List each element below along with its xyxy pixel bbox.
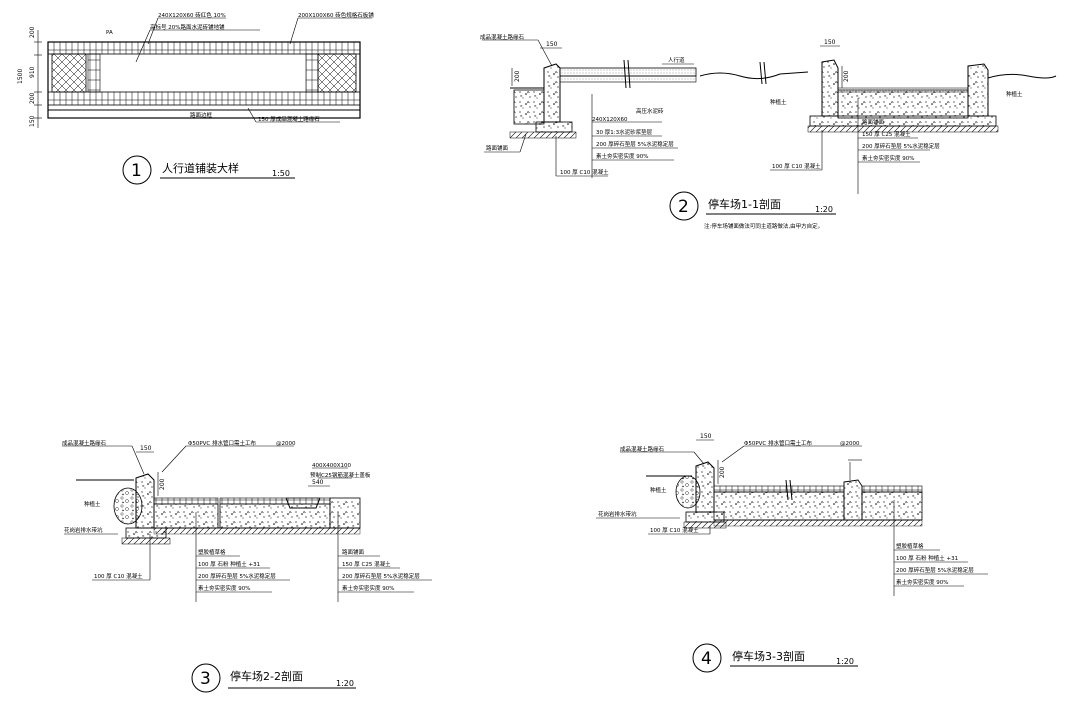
- d3-dim-200: 200: [159, 478, 166, 490]
- dim-910: 910: [29, 66, 36, 78]
- d4-curb: [695, 461, 715, 513]
- d3-layer-left-1: 100 厚 石粉 种植土 +31: [198, 560, 260, 568]
- d3-base-concrete: 100 厚 C10 混凝土: [94, 572, 143, 580]
- dim-150: 150: [29, 115, 36, 127]
- dim-200-top: 200: [29, 26, 36, 38]
- d2-layer-left-3: 素土夯实密实度 90%: [596, 152, 648, 160]
- d2-layer-right-1: 150 厚 C25 混凝土: [862, 130, 911, 138]
- callout-edge: 路面边框: [190, 111, 213, 119]
- d3-layer-right-1: 150 厚 C25 混凝土: [342, 560, 391, 568]
- d4-grass-grid: [713, 485, 845, 493]
- curb-right-1: [821, 59, 839, 117]
- d3-callout-pipe: Φ50PVC 排水管口需土工布: [188, 439, 256, 447]
- d2-layers-right-head: 路面铺面: [862, 118, 885, 126]
- callout-curb: 150 厚成品混凝土路缘石: [258, 115, 320, 123]
- d2-layer-base-left: 100 厚 C10 混凝土: [560, 168, 609, 176]
- detail-4-number-circle: [692, 643, 722, 673]
- detail-3-title: 停车场2-2剖面: [230, 669, 303, 683]
- d4-layers-head: 塑胶植草格: [896, 542, 924, 550]
- d4-layer-2: 200 厚碎石垫层 5%水泥稳定层: [896, 566, 974, 574]
- brick-border-top: [47, 41, 361, 55]
- detail-4-number: 4: [701, 649, 712, 669]
- callout-brick-size: 240X120X60 砖红色 10%: [158, 11, 226, 19]
- d4-dim-150: 150: [700, 433, 712, 440]
- d2-slab-right: [837, 89, 969, 119]
- detail-3-scale: 1:20: [336, 679, 354, 688]
- d4-layer-3: 素土夯实密实度 90%: [896, 578, 948, 586]
- detail-2-scale: 1:20: [815, 205, 833, 214]
- d3-layer-left-2: 200 厚碎石垫层 5%水泥稳定层: [198, 572, 276, 580]
- d3-callout-pipe-spacing: @2000: [276, 441, 296, 447]
- d3-soil: 种植土: [84, 500, 101, 508]
- detail-1-plan: 200 1500 910 200 150 PA 240X120X60 砖红色 1…: [17, 11, 374, 185]
- callout-stone: 200X100X60 砖色规格石板铺: [298, 11, 374, 19]
- callout-paver: 高标号 20%路面水泥砖铺地铺: [150, 23, 225, 31]
- d3-callout-grate-2: 预制C25钢筋混凝土盖板: [310, 471, 371, 479]
- detail-1-number-circle: [122, 155, 152, 185]
- d2-layer-right-3: 素土夯实密实度 90%: [862, 154, 914, 162]
- d2-dim-200-right: 200: [843, 70, 850, 82]
- detail-4-title: 停车场3-3剖面: [732, 649, 805, 663]
- d3-layers-right-head: 路面铺面: [342, 548, 365, 556]
- d4-slab: [713, 491, 845, 521]
- detail-1-scale: 1:50: [272, 169, 290, 178]
- brick-border-bottom: [47, 91, 361, 106]
- d2-callout-brick-size: 240X120X60: [592, 117, 628, 123]
- detail-2-number-circle: [669, 191, 699, 221]
- d3-dim-150: 150: [140, 445, 152, 452]
- d3-layer-right-3: 素土夯实密实度 90%: [342, 584, 394, 592]
- d2-side-label: 路面铺面: [486, 144, 509, 152]
- d2-layer-right-2: 200 厚碎石垫层 5%水泥稳定层: [862, 142, 940, 150]
- d2-dim-200: 200: [514, 70, 521, 82]
- d2-layer-left-2: 200 厚碎石垫层 5%水泥稳定层: [596, 140, 674, 148]
- d4-layer-1: 100 厚 石粉 种植土 +31: [896, 554, 958, 562]
- dim-1500: 1500: [17, 69, 24, 84]
- detail-3-number: 3: [200, 669, 211, 689]
- d3-callout-curb: 成品混凝土路缘石: [62, 439, 107, 447]
- curb-right-2: [967, 63, 989, 117]
- detail-4-section: 150 200 成品混凝土路缘石 Φ50PVC 排水管口需土工布 @2000 种…: [596, 433, 988, 673]
- d3-curb: [135, 473, 155, 529]
- d2-callout-walk: 人行道: [668, 56, 685, 64]
- detail-2-title: 停车场1-1剖面: [708, 197, 781, 211]
- d2-layer-left-1: 30 厚1:3水泥砂浆垫层: [596, 128, 653, 136]
- d2-callout-curb: 成品混凝土路缘石: [480, 33, 525, 41]
- detail-1-number: 1: [131, 161, 142, 181]
- d3-grass-grid: [153, 497, 219, 505]
- detail-2-section: 150 200 成品混凝土路缘石 人行道 240X120X60 高压水泥砖 30…: [480, 33, 1057, 230]
- d4-dim-200: 200: [719, 466, 726, 478]
- detail-4-scale: 1:20: [836, 657, 854, 666]
- d4-callout-pipe: Φ50PVC 排水管口需土工布: [744, 439, 812, 447]
- curb-left: [543, 63, 561, 123]
- detail-3-number-circle: [191, 663, 221, 693]
- d4-gravel-label: 花岗岩排水带坑: [598, 510, 637, 518]
- d2-soil-right: 种植土: [1006, 90, 1023, 98]
- detail-2-number: 2: [678, 197, 689, 217]
- d3-dim-540: 540: [312, 479, 324, 486]
- d3-layer-right-2: 200 厚碎石垫层 5%水泥稳定层: [342, 572, 420, 580]
- label-pa: PA: [106, 30, 113, 36]
- d2-soil-left: 种植土: [770, 98, 787, 106]
- herringbone-panel-left: [51, 53, 87, 93]
- detail-3-section: 150 200 540 成品混凝土路缘石 Φ50PVC 排水管口需土工布 @20…: [62, 439, 432, 693]
- d3-gravel-label: 花岗岩排水带坑: [64, 526, 103, 534]
- dim-200-bottom: 200: [29, 92, 36, 104]
- d2-callout-brick: 高压水泥砖: [636, 107, 664, 115]
- d4-callout-curb: 成品混凝土路缘石: [620, 445, 665, 453]
- d2-layer-base-right: 100 厚 C10 混凝土: [772, 162, 821, 170]
- d4-base-concrete: 100 厚 C10 混凝土: [650, 526, 699, 534]
- walkway-paver: [559, 67, 697, 77]
- d3-callout-grate: 400X400X100: [312, 463, 352, 469]
- d2-dim-150: 150: [546, 41, 558, 48]
- detail-1-title: 人行道铺装大样: [162, 161, 239, 175]
- d2-dim-150-right: 150: [824, 39, 836, 46]
- d3-layers-left-head: 塑胶植草格: [198, 548, 226, 556]
- herringbone-panel-right: [317, 53, 357, 93]
- d4-soil: 种植土: [650, 486, 667, 494]
- detail-2-note: 注:停车场铺面做法可同主道路做法,由甲方自定。: [704, 222, 823, 230]
- d3-layer-left-3: 素土夯实密实度 90%: [198, 584, 250, 592]
- d4-callout-pipe-spacing: @2000: [840, 441, 860, 447]
